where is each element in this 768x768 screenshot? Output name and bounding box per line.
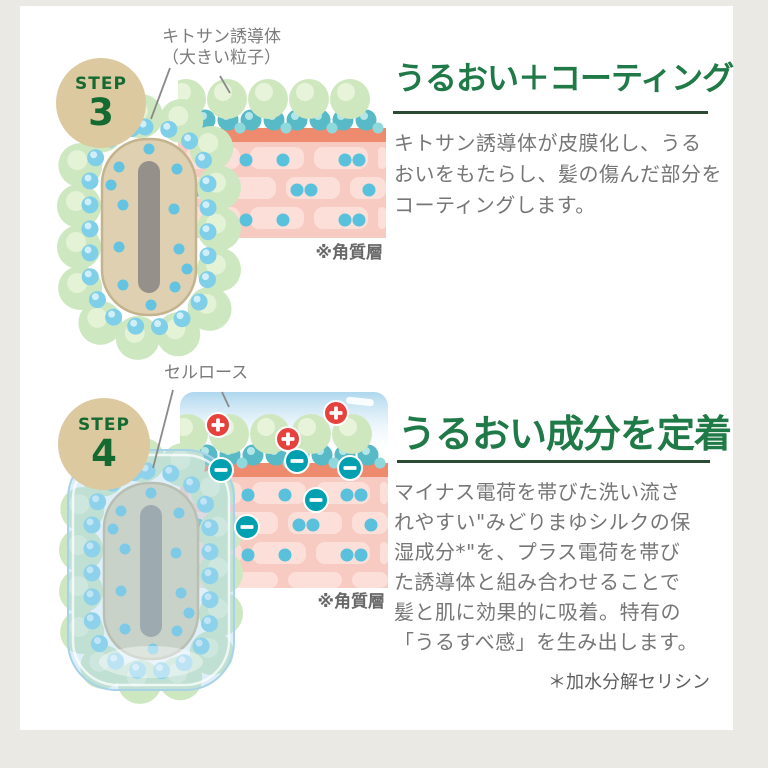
- step3-body-text: キトサン誘導体が皮膜化し、うる おいをもたらし、髪の傷んだ部分を コーティングし…: [394, 131, 722, 217]
- cellulose-film-gloss: [346, 396, 374, 407]
- step3-pointer-lines: [150, 67, 231, 120]
- minus-charge-icon: [303, 487, 329, 513]
- step3-badge: STEP 3: [56, 58, 146, 148]
- minus-charge-icon: [337, 455, 363, 481]
- step4-badge-number: 4: [91, 431, 117, 475]
- step3-layer-note: ※角質層: [315, 243, 383, 263]
- step4-layer-note: ※角質層: [317, 592, 385, 612]
- step4-title-underline: [397, 460, 710, 463]
- step3-title: うるおい＋コーティング: [394, 59, 734, 97]
- step4-badge-label: STEP: [78, 414, 130, 435]
- plus-charge-icon: [275, 426, 301, 452]
- step3-badge-label: STEP: [75, 73, 127, 94]
- step3-moisture-dots: [191, 153, 376, 227]
- plus-charge-icon: [323, 400, 349, 426]
- step4-footnote: ＊加水分解セリシン: [548, 672, 710, 693]
- step4-body-text: マイナス電荷を帯びた洗い流さ れやすい"みどりまゆシルクの保 湿成分*"を、プラ…: [394, 480, 699, 654]
- step4-badge: STEP 4: [58, 398, 150, 490]
- step4-diagram-label: セルロース: [164, 363, 249, 383]
- cellulose-capsule: [67, 449, 235, 691]
- step3-diagram-label: キトサン誘導体 （大きい粒子）: [162, 27, 281, 68]
- step4-pointer-lines: [152, 389, 230, 469]
- step3-title-underline: [393, 111, 708, 114]
- minus-charge-icon: [208, 457, 234, 483]
- step4-title: うるおい成分を定着: [398, 411, 732, 456]
- step3-badge-number: 3: [88, 90, 114, 134]
- minus-charge-icon: [234, 514, 260, 540]
- minus-charge-icon: [284, 448, 310, 474]
- plus-charge-icon: [205, 412, 231, 438]
